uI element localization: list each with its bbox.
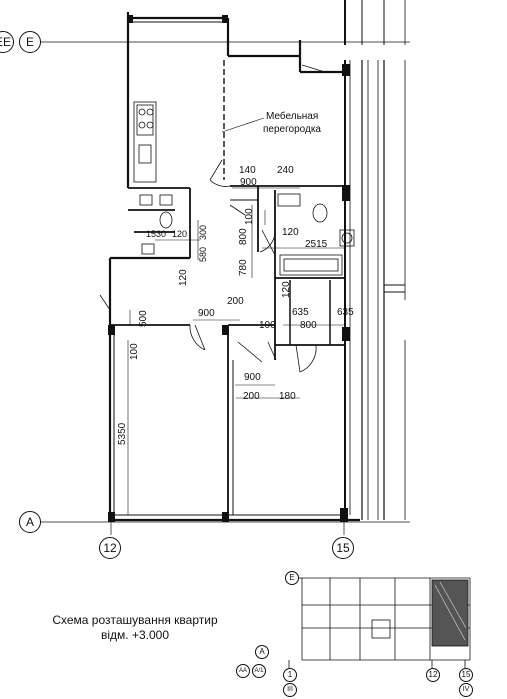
shaft-walls xyxy=(344,0,406,520)
key-col-15: 15 xyxy=(459,668,473,682)
dim-300: 300 xyxy=(198,224,208,240)
axis-bubble-E: E xyxy=(19,31,41,53)
door-swings xyxy=(99,64,326,373)
dim-120-a: 120 xyxy=(172,229,188,239)
dim-780: 780 xyxy=(238,259,249,276)
bathroom-fixtures xyxy=(139,193,355,276)
dimension-lines xyxy=(127,187,345,515)
dim-635-a: 635 xyxy=(292,307,309,318)
partition-label-line1: Мебельная xyxy=(266,111,319,122)
dim-900-mid: 900 xyxy=(198,308,215,319)
dim-240: 240 xyxy=(277,165,294,176)
dim-180: 180 xyxy=(279,391,296,402)
dim-140: 140 xyxy=(239,165,256,176)
caption-level: відм. +3.000 xyxy=(101,628,169,642)
key-axis-A1: A/1 xyxy=(252,664,266,678)
dim-200-mid: 200 xyxy=(227,296,244,307)
dim-900-low: 900 xyxy=(244,372,261,383)
dim-5350: 5350 xyxy=(117,422,128,445)
key-axis-A: A xyxy=(255,645,269,659)
dim-580: 580 xyxy=(198,246,208,262)
key-col-III: III xyxy=(283,683,297,697)
dim-900-top: 900 xyxy=(240,177,257,188)
dim-500: 500 xyxy=(138,310,149,327)
key-col-IV: IV xyxy=(459,683,473,697)
partition-leader xyxy=(221,117,265,133)
right-rooms xyxy=(289,280,346,515)
key-col-1: 1 xyxy=(283,668,297,682)
key-plan xyxy=(288,577,471,668)
dim-120-d: 120 xyxy=(281,281,292,298)
dim-120-c: 120 xyxy=(178,269,189,286)
dim-1530: 1530 xyxy=(146,229,167,239)
dim-800-b: 800 xyxy=(300,320,317,331)
exterior-walls xyxy=(108,12,360,522)
dim-100-a: 100 xyxy=(244,208,255,225)
dim-800-a: 800 xyxy=(238,228,249,245)
interior-walls xyxy=(110,185,345,515)
dim-2515: 2515 xyxy=(305,239,328,250)
partition-label-line2: перегородка xyxy=(263,124,321,135)
dim-120-b: 120 xyxy=(282,227,299,238)
structural-columns xyxy=(108,15,350,522)
key-axis-E: E xyxy=(285,571,299,585)
key-col-12: 12 xyxy=(426,668,440,682)
dim-635-b: 635 xyxy=(337,307,354,318)
dim-200-low: 200 xyxy=(243,391,260,402)
kitchen-counter xyxy=(133,101,157,183)
axis-bubble-12: 12 xyxy=(99,537,121,559)
dim-100-c: 100 xyxy=(129,343,140,360)
caption-title: Схема розташування квартир xyxy=(52,613,218,627)
axis-bubble-15: 15 xyxy=(332,537,354,559)
dim-100-b: 100 xyxy=(259,320,276,331)
key-axis-AA: AA xyxy=(236,664,250,678)
axis-bubble-A: A xyxy=(19,511,41,533)
